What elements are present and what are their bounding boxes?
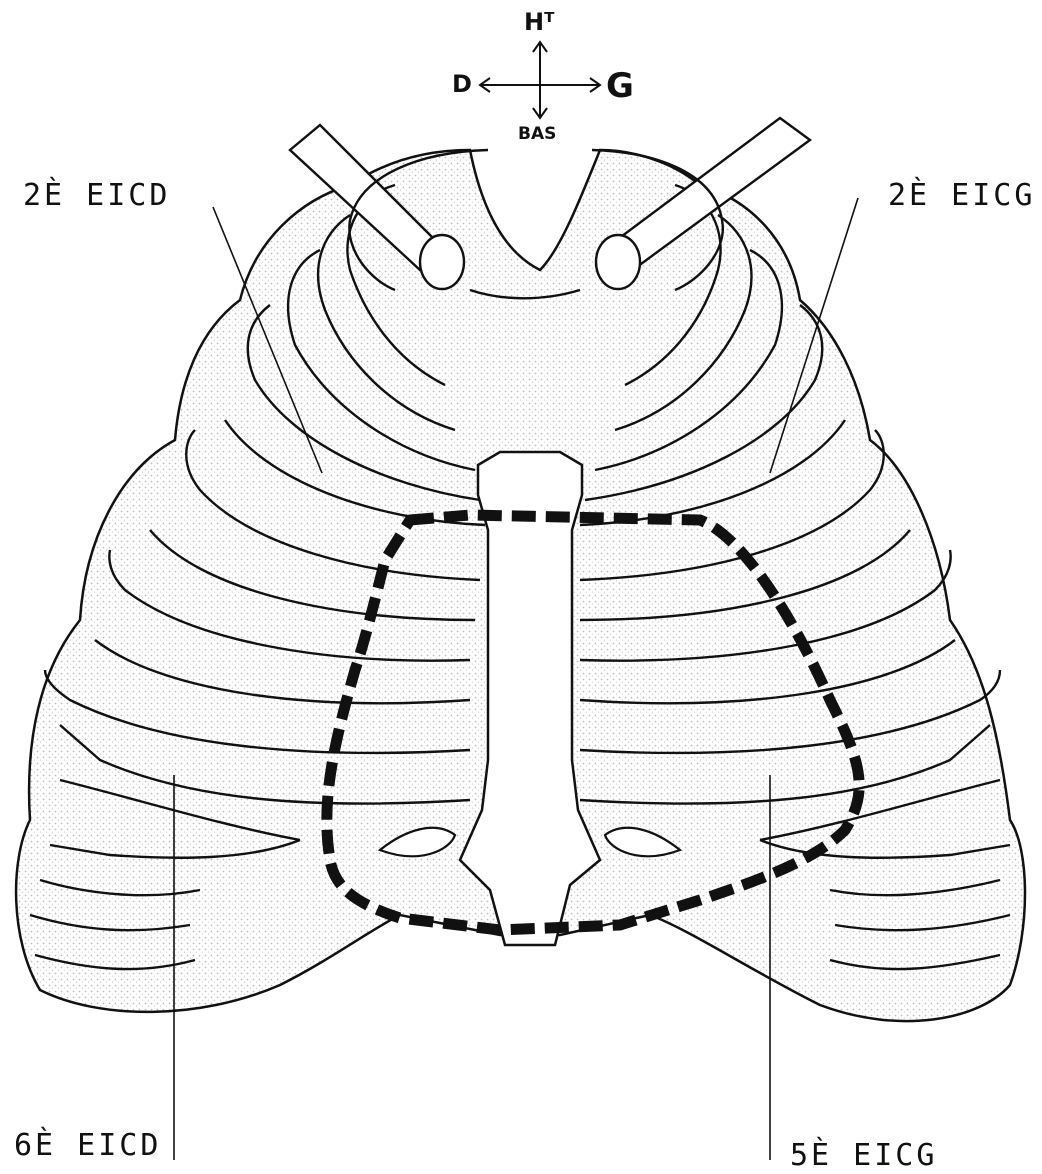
- label-lower-left-side: 5È EICG: [790, 1138, 937, 1173]
- direction-left-label: G: [606, 66, 634, 106]
- clavicle-left-head: [596, 235, 640, 289]
- label-upper-left-side: 2È EICG: [888, 178, 1035, 213]
- direction-down-label: BAS: [518, 124, 556, 144]
- label-lower-right-side: 6È EICD: [14, 1128, 161, 1163]
- direction-up-label: Hᵀ: [524, 8, 554, 36]
- orientation-compass: [480, 42, 600, 118]
- direction-right-label: D: [452, 70, 472, 98]
- clavicle-right-head: [420, 235, 464, 289]
- label-upper-right-side: 2È EICD: [23, 178, 170, 213]
